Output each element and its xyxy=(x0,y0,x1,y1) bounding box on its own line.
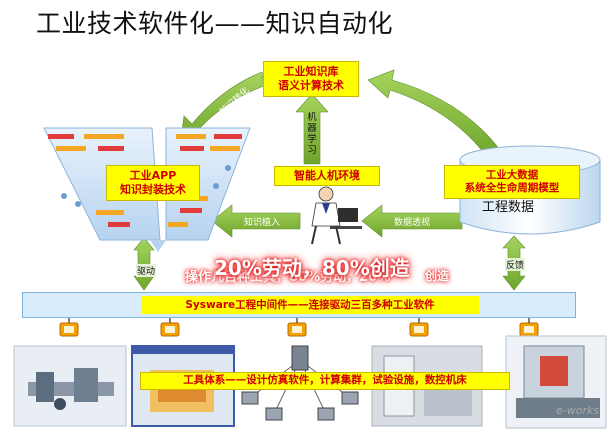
label-machine-learning: 机器学习 xyxy=(307,112,317,156)
tool-system-label: 工具体系——设计仿真软件，计算集群，试验设施，数控机床 xyxy=(183,374,467,387)
arrow-knowledge-mining xyxy=(367,69,501,159)
slogan: 20%劳动，80%创造 xyxy=(214,256,410,280)
arrow-data-insight xyxy=(361,204,463,238)
bigdata-box: 工业大数据 系统全生命周期模型 xyxy=(444,165,580,199)
tool-system-box: 工具体系——设计仿真软件，计算集群，试验设施，数控机床 xyxy=(140,372,510,390)
engineering-data-label: 工程数据 xyxy=(482,200,535,215)
middleware-bar-label: Sysware工程中间件——连接驱动三百多种工业软件 xyxy=(141,296,479,314)
slogan-ghost-tail: 创造 xyxy=(425,269,450,283)
slogan-ghost: 操作几百种工具，80%劳动，20% xyxy=(185,270,391,285)
app-box-line1: 工业APP xyxy=(129,169,177,183)
page-title: 工业技术软件化——知识自动化 xyxy=(36,9,394,38)
knowledge-base-line1: 工业知识库 xyxy=(283,65,339,79)
bigdata-box-line1: 工业大数据 xyxy=(485,168,539,181)
watermark: e-works xyxy=(556,404,600,417)
hmi-box-label: 智能人机环境 xyxy=(294,169,360,183)
compute-cluster-image xyxy=(241,345,359,421)
cad-model-image xyxy=(13,345,127,427)
hmi-box: 智能人机环境 xyxy=(274,166,380,186)
bigdata-box-line2: 系统全生命周期模型 xyxy=(464,182,560,194)
arrow-machine-learning xyxy=(295,93,329,165)
app-box-line2: 知识封装技术 xyxy=(120,183,186,196)
app-box: 工业APP 知识封装技术 xyxy=(106,165,200,201)
cnc-machine-image xyxy=(505,335,607,429)
label-data-insight: 数据透视 xyxy=(394,218,431,228)
arrow-knowledge-implant xyxy=(211,204,301,238)
knowledge-base-line2: 语义计算技术 xyxy=(278,79,344,92)
label-feedback: 反馈 xyxy=(505,258,526,271)
knowledge-base-box: 工业知识库 语义计算技术 xyxy=(263,61,359,97)
label-knowledge-implant: 知识植入 xyxy=(244,218,281,228)
connector-icons xyxy=(59,318,539,337)
engineer-icon xyxy=(311,186,362,245)
label-drive: 驱动 xyxy=(136,264,157,277)
